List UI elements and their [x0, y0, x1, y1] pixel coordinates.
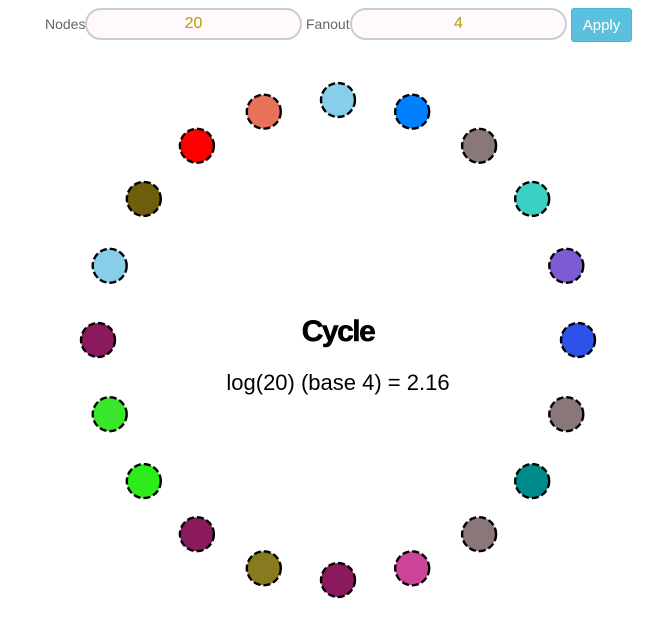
graph-node[interactable]	[548, 396, 585, 433]
graph-node[interactable]	[245, 550, 282, 587]
graph-node[interactable]	[548, 247, 585, 284]
graph-node[interactable]	[125, 462, 163, 500]
graph-node[interactable]	[319, 81, 357, 119]
graph-title: Cycle	[302, 315, 375, 348]
apply-button[interactable]: Apply	[571, 8, 632, 42]
graph-node[interactable]	[178, 127, 216, 165]
graph-node[interactable]	[514, 462, 551, 500]
graph-node[interactable]	[245, 93, 282, 130]
fanout-label: Fanout	[306, 16, 350, 32]
graph-node[interactable]	[79, 321, 117, 359]
graph-node[interactable]	[394, 93, 431, 130]
nodes-input[interactable]	[85, 8, 302, 40]
fanout-input[interactable]	[350, 8, 567, 40]
toolbar: Nodes Fanout Apply	[0, 0, 650, 48]
graph-node[interactable]	[91, 247, 128, 284]
graph-node[interactable]	[394, 550, 431, 587]
graph-node[interactable]	[91, 396, 128, 433]
node-layer	[79, 81, 597, 599]
graph-node[interactable]	[559, 321, 597, 359]
graph-node[interactable]	[514, 180, 551, 218]
graph-node[interactable]	[319, 561, 357, 599]
graph-node[interactable]	[125, 180, 163, 218]
graph-node[interactable]	[178, 516, 216, 553]
graph-formula: log(20) (base 4) = 2.16	[226, 370, 449, 395]
nodes-label: Nodes	[45, 16, 86, 32]
graph-node[interactable]	[460, 127, 498, 165]
graph-node[interactable]	[460, 516, 498, 553]
